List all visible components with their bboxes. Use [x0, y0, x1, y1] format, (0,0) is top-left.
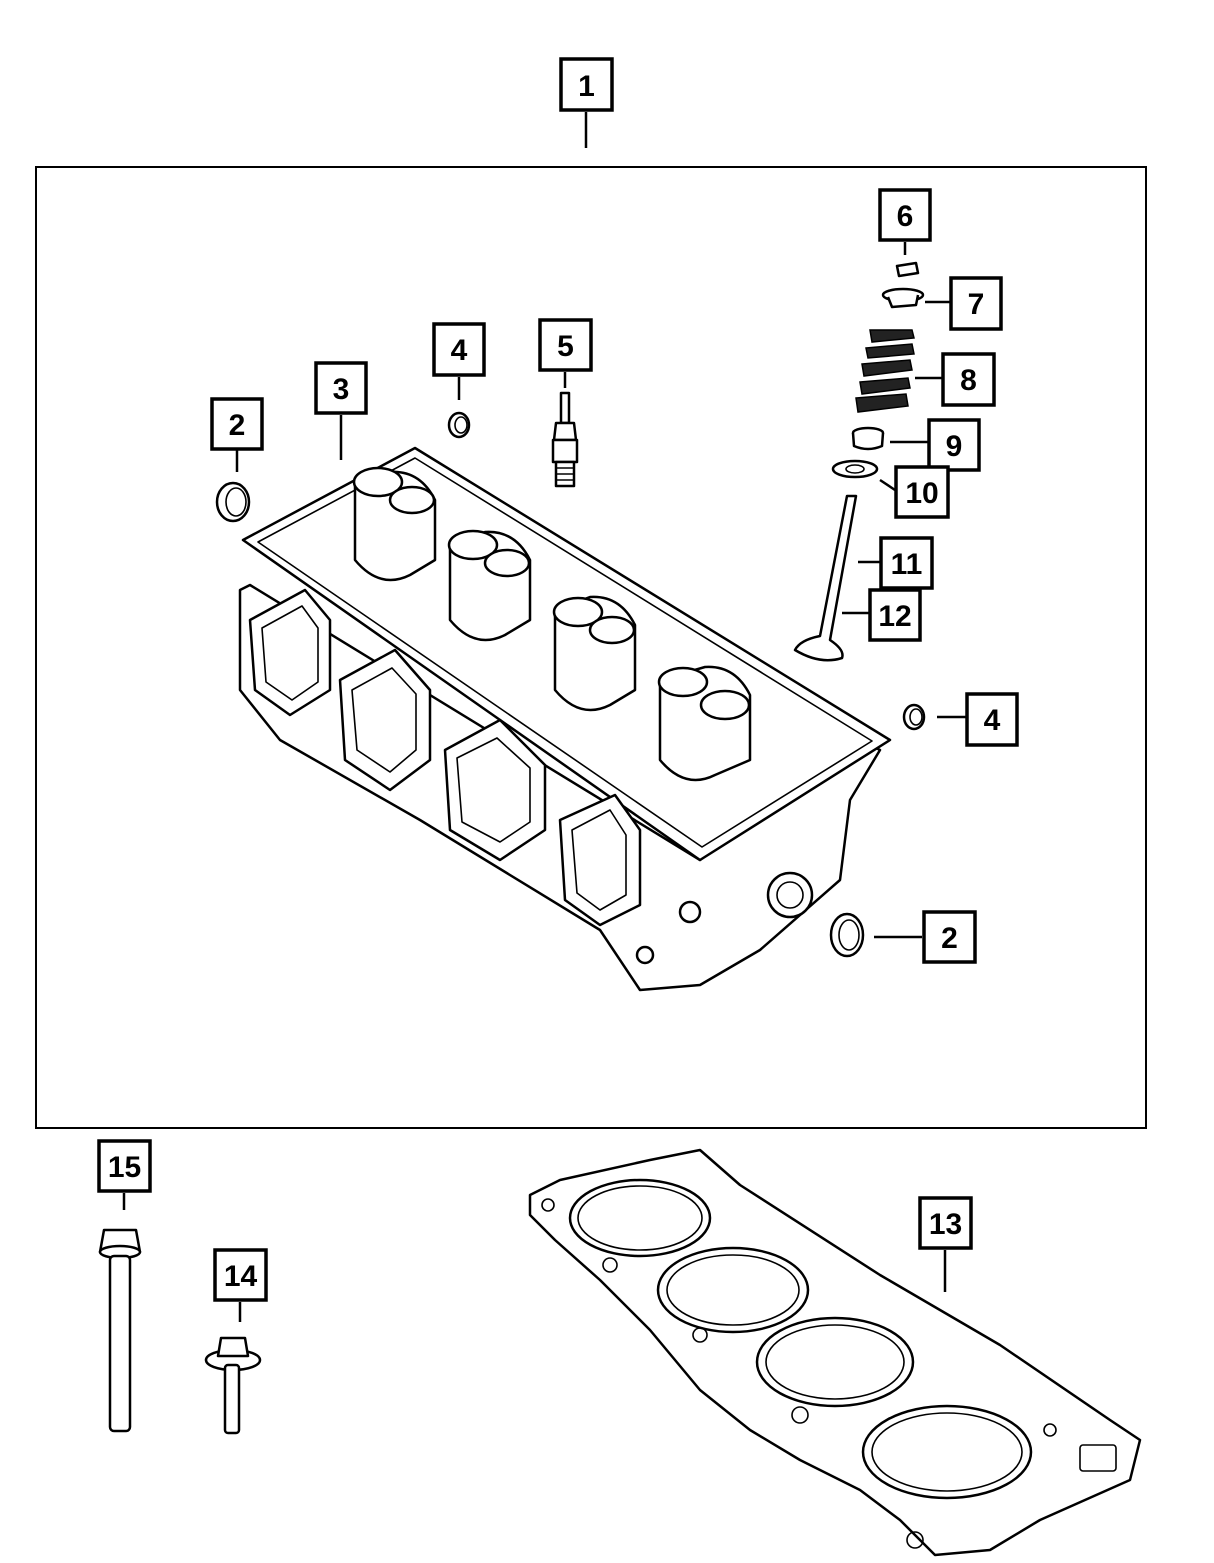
callout-2-right-label: 2 [941, 922, 958, 955]
cam-towers [352, 466, 752, 782]
callout-5[interactable]: 5 [538, 318, 593, 372]
valve-keeper[interactable] [895, 261, 920, 278]
bolt-long[interactable] [98, 1228, 142, 1433]
callout-6[interactable]: 6 [878, 188, 932, 242]
leader-lines [122, 112, 966, 1322]
cup-plug-top[interactable] [447, 411, 471, 439]
spring-seat[interactable] [831, 459, 879, 479]
callout-11[interactable]: 11 [879, 536, 934, 590]
exhaust-ports [248, 588, 642, 927]
callout-13-label: 13 [929, 1208, 962, 1241]
callout-9-label: 9 [946, 430, 963, 463]
callout-7-label: 7 [968, 288, 985, 321]
callout-2-right[interactable]: 2 [922, 910, 977, 964]
callout-4-top[interactable]: 4 [432, 322, 486, 377]
assembly-frame [35, 166, 1147, 1129]
spark-plug[interactable] [551, 391, 579, 488]
expansion-plug-left[interactable] [215, 481, 251, 523]
valve[interactable] [793, 494, 858, 662]
callout-4-right-label: 4 [984, 704, 1001, 737]
expansion-plug-right[interactable] [829, 912, 865, 958]
valve-spring[interactable] [855, 329, 915, 413]
valve-seal[interactable] [851, 426, 885, 451]
bolt-short[interactable] [204, 1336, 262, 1435]
callout-12[interactable]: 12 [868, 588, 922, 642]
callout-5-label: 5 [557, 330, 574, 363]
cylinder-head[interactable] [238, 446, 892, 992]
callout-7[interactable]: 7 [949, 276, 1003, 331]
callout-8-label: 8 [960, 364, 977, 397]
callout-14[interactable]: 14 [213, 1248, 268, 1302]
callout-10-label: 10 [905, 477, 938, 510]
callout-14-label: 14 [224, 1260, 258, 1293]
callout-6-label: 6 [897, 200, 914, 233]
callout-3[interactable]: 3 [314, 361, 368, 415]
callout-8[interactable]: 8 [941, 352, 996, 407]
callout-2-left[interactable]: 2 [210, 397, 264, 451]
valve-retainer[interactable] [881, 287, 925, 309]
callout-2-left-label: 2 [229, 409, 246, 442]
callout-10[interactable]: 10 [894, 465, 950, 519]
callout-3-label: 3 [333, 373, 350, 406]
callout-1[interactable]: 1 [559, 57, 614, 112]
callout-15-label: 15 [108, 1151, 141, 1184]
callout-4-top-label: 4 [451, 334, 468, 367]
callout-4-right[interactable]: 4 [965, 692, 1019, 747]
callout-13[interactable]: 13 [918, 1196, 973, 1250]
callout-11-label: 11 [891, 548, 923, 581]
callout-9[interactable]: 9 [927, 418, 981, 472]
callout-1-label: 1 [578, 70, 595, 103]
callout-12-label: 12 [878, 600, 911, 633]
callout-15[interactable]: 15 [97, 1139, 152, 1193]
cup-plug-right[interactable] [902, 703, 926, 731]
head-gasket[interactable] [528, 1148, 1142, 1557]
